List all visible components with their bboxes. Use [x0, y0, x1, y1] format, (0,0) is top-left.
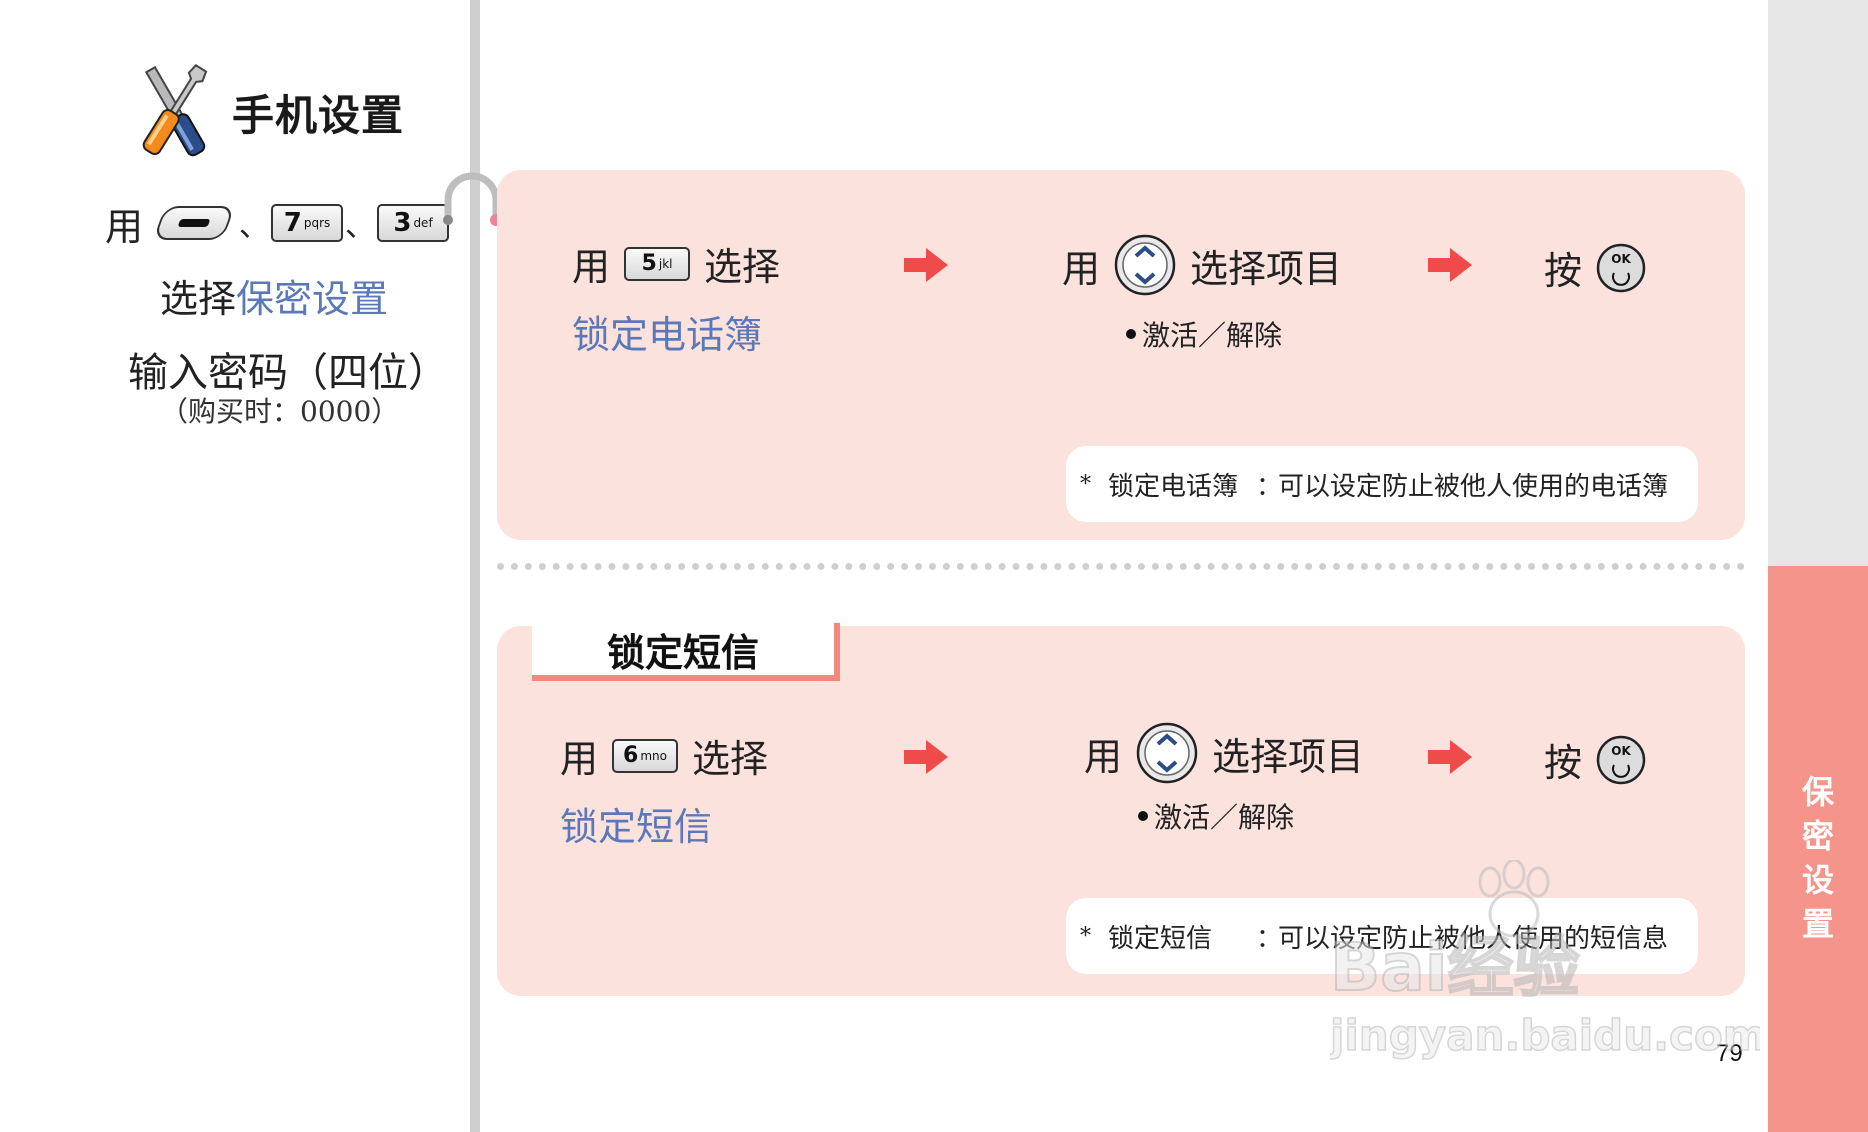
tools-icon — [142, 63, 208, 157]
use-label: 用 — [560, 737, 599, 781]
key-7: 7 pqrs — [271, 204, 344, 242]
note-colon: ： — [1256, 923, 1283, 954]
note-colon: ： — [1256, 471, 1283, 502]
step2: 用 选择项目 — [1062, 234, 1342, 296]
note-marker: * — [1080, 923, 1091, 949]
action-label: 选择项目 — [1212, 734, 1365, 779]
use-label: 用 — [1084, 734, 1123, 779]
option-text: 激活／解除 — [1154, 801, 1295, 834]
side-tab-char: 设 — [1801, 861, 1834, 899]
key-7-letters: pqrs — [303, 216, 331, 230]
side-tab-label: 保 密 设 置 — [1768, 770, 1868, 946]
arrow-right-icon — [1428, 740, 1472, 774]
nav-key-icon — [1136, 722, 1198, 784]
section-heading: 锁定短信 — [532, 623, 840, 681]
step2: 用 选择项目 — [1084, 722, 1364, 784]
key-5-letters: jkl — [658, 256, 673, 271]
left-column: 手机设置 用 、 7 pqrs 、 3 def 选择保密设置 输入密码（四位） … — [0, 0, 470, 1132]
password-note: （购买时：0000） — [160, 395, 400, 428]
key-3-letters: def — [413, 216, 433, 230]
step3: 按 OK — [1544, 732, 1646, 787]
key-sequence: 用 、 7 pqrs 、 3 def — [105, 198, 450, 249]
select-target: 保密设置 — [236, 277, 389, 321]
password-prompt: 输入密码（四位） — [128, 350, 448, 396]
note-lock-phonebook: * 锁定电话簿 ： 可以设定防止被他人使用的电话簿 — [1066, 446, 1698, 522]
select-instruction: 选择保密设置 — [160, 268, 388, 323]
ok-key-icon: OK — [1596, 243, 1646, 292]
key-6-digit: 6 — [623, 743, 639, 768]
note-term: 锁定电话簿 — [1108, 471, 1239, 502]
separator: 、 — [239, 209, 270, 244]
section-title: 手机设置 — [232, 91, 405, 140]
step3: 按 OK — [1544, 240, 1646, 295]
key-5: 5 jkl — [624, 246, 691, 281]
step1: 用 5 jkl 选择 — [572, 236, 780, 291]
step1: 用 6 mno 选择 — [560, 728, 768, 783]
side-strip-bottom — [1768, 566, 1868, 1132]
key-6-letters: mno — [640, 748, 667, 763]
note-lock-sms: * 锁定短信 ： 可以设定防止被他人使用的短信息 — [1066, 898, 1698, 974]
option-bullet: 激活／解除 — [1126, 314, 1282, 354]
note-term: 锁定短信 — [1108, 923, 1213, 954]
select-label: 选择 — [692, 737, 769, 781]
arrow-right-icon — [904, 740, 948, 774]
svg-text:OK: OK — [1611, 744, 1631, 758]
side-tab-char: 密 — [1801, 817, 1834, 855]
separator: 、 — [345, 209, 376, 244]
baidu-watermark: Bai经验 jingyan.baidu.com — [1330, 860, 1760, 1060]
key-5-digit: 5 — [641, 251, 657, 276]
section-divider — [497, 563, 1745, 570]
arrow-right-icon — [1428, 248, 1472, 282]
nav-key-icon — [1114, 234, 1176, 296]
key-7-digit: 7 — [283, 208, 302, 238]
key-3-digit: 3 — [393, 208, 412, 238]
side-tab-char: 置 — [1801, 905, 1834, 943]
note-marker: * — [1080, 471, 1091, 497]
soft-key-icon — [152, 206, 236, 240]
note-text: 可以设定防止被他人使用的电话簿 — [1278, 471, 1669, 502]
watermark-brand: Bai经验 — [1330, 929, 1579, 1006]
ok-key-icon: OK — [1596, 735, 1646, 784]
key-6: 6 mno — [612, 738, 679, 773]
press-label: 按 — [1544, 249, 1583, 293]
select-prefix: 选择 — [160, 277, 237, 321]
action-label: 选择项目 — [1190, 246, 1343, 291]
option-text: 激活／解除 — [1142, 319, 1283, 352]
page-number: 79 — [1716, 1040, 1743, 1067]
side-strip-top — [1768, 0, 1868, 566]
use-label: 用 — [1062, 246, 1101, 291]
use-label: 用 — [572, 245, 611, 289]
note-text: 可以设定防止被他人使用的短信息 — [1278, 923, 1669, 954]
side-tab-char: 保 — [1801, 773, 1834, 811]
watermark-url: jingyan.baidu.com — [1330, 1011, 1760, 1060]
select-label: 选择 — [704, 245, 781, 289]
option-bullet: 激活／解除 — [1138, 796, 1294, 836]
binding-divider — [470, 0, 480, 1132]
menu-item-lock-phonebook: 锁定电话簿 — [572, 313, 763, 357]
menu-item-lock-sms: 锁定短信 — [560, 805, 713, 849]
press-label: 按 — [1544, 741, 1583, 785]
arrow-right-icon — [904, 248, 948, 282]
use-label: 用 — [105, 204, 144, 249]
svg-text:OK: OK — [1611, 252, 1631, 266]
